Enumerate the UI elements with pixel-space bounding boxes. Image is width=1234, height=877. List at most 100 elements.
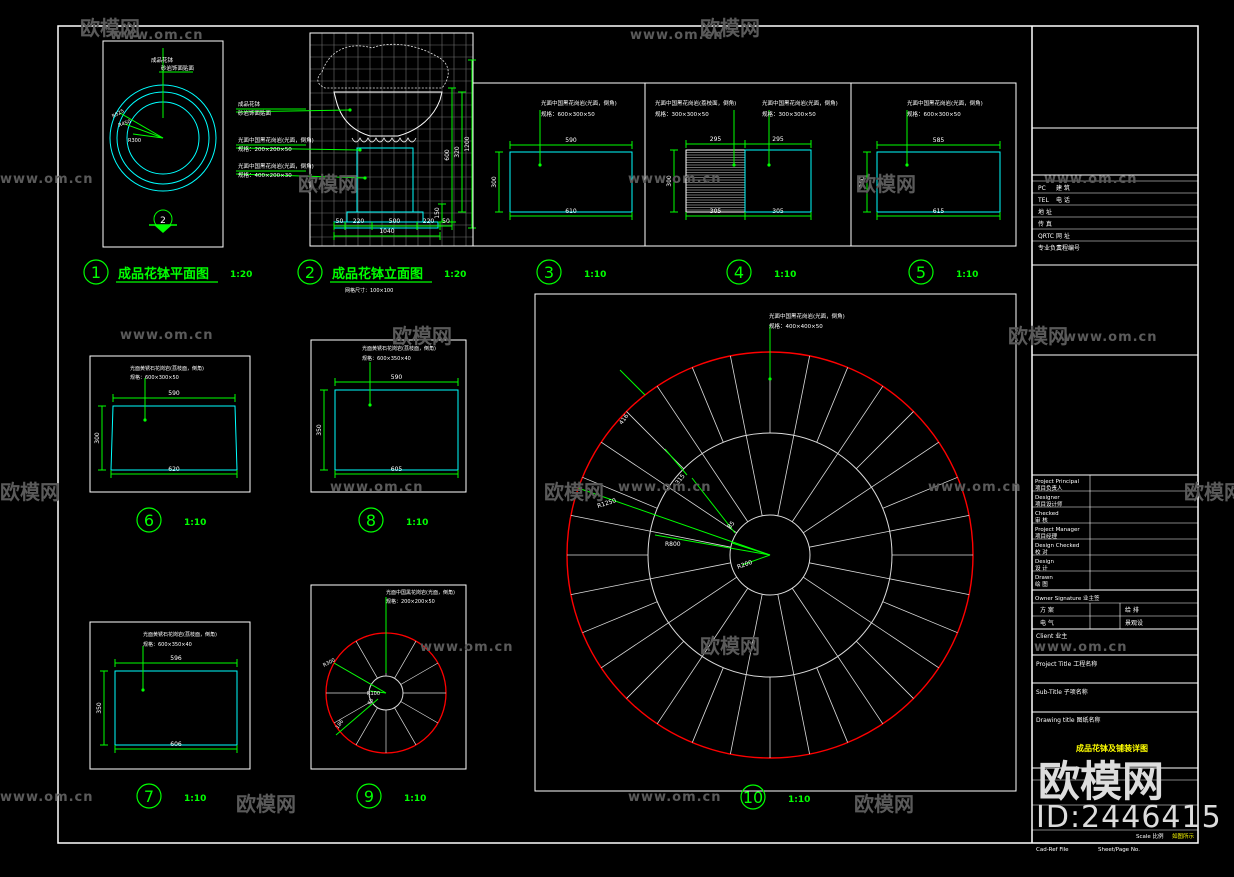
tb-person-role: Drawn bbox=[1035, 575, 1053, 581]
view-scale: 1:10 bbox=[584, 270, 606, 280]
dim-tick bbox=[348, 108, 352, 112]
leader-text: 规格：400×400×50 bbox=[769, 322, 823, 330]
paving-joint-line bbox=[816, 367, 849, 443]
tb-row-label: 专业负责 bbox=[1038, 244, 1062, 252]
view8-slab bbox=[334, 389, 459, 471]
radius-line bbox=[333, 662, 387, 694]
dimension-label: 585 bbox=[933, 137, 945, 144]
dimension-line bbox=[691, 477, 736, 534]
watermark-url: www.om.cn bbox=[330, 480, 424, 495]
radius-label: R525 bbox=[111, 108, 125, 119]
tb-sheet-no: Sheet/Page No. bbox=[1098, 847, 1140, 853]
tb-person-role: Project Manager bbox=[1035, 527, 1080, 533]
tb-person-role-cn: 项目负责人 bbox=[1035, 484, 1063, 492]
view-number: 7 bbox=[144, 787, 154, 806]
views-345-frame bbox=[472, 82, 1017, 247]
paving-joint-line bbox=[626, 411, 685, 470]
tb-row-label: 建 筑 bbox=[1056, 184, 1070, 192]
dimension-label: 1200 bbox=[464, 136, 471, 151]
dimension-label: 350 bbox=[96, 702, 103, 714]
dimension-label: 65 bbox=[367, 697, 376, 706]
leader-line bbox=[235, 109, 351, 113]
tb-sub-title: Sub-Title 子项名称 bbox=[1036, 688, 1088, 696]
radius-line bbox=[369, 690, 387, 694]
tb-row-label: 地 址 bbox=[1038, 208, 1052, 216]
dim-tick bbox=[768, 377, 772, 381]
view9-joint-line bbox=[355, 640, 378, 679]
leader-text: 光面中国黑花岗岩(光面，倒角) bbox=[238, 136, 314, 144]
view-scale: 1:10 bbox=[406, 518, 428, 528]
dimension-label: 300 bbox=[491, 176, 498, 188]
plant-foliage bbox=[317, 43, 449, 89]
view-number-circle bbox=[908, 259, 934, 285]
radius-line bbox=[654, 534, 771, 556]
paving-joint-line bbox=[570, 515, 731, 548]
paving-joint-line bbox=[882, 601, 958, 634]
view-scale: 1:10 bbox=[184, 794, 206, 804]
leader-text: 规格：600×300×50 bbox=[130, 374, 179, 381]
view-number-circle bbox=[726, 259, 752, 285]
view-scale: 1:10 bbox=[404, 794, 426, 804]
leader-text: 光面中国黑花岗岩(光面，倒角) bbox=[238, 162, 314, 170]
view-number: 3 bbox=[544, 263, 554, 282]
dim-tick bbox=[732, 163, 736, 167]
paving-joint-line bbox=[691, 667, 724, 743]
paving-joint-line bbox=[570, 562, 731, 595]
dimension-label: 300 bbox=[94, 432, 101, 444]
paving-joint-line bbox=[791, 588, 884, 725]
leader-text: 光面中国黑花岗岩(光面，倒角) bbox=[541, 99, 617, 107]
tb-owner-signature: Owner Signature 业主签 bbox=[1035, 594, 1100, 602]
dimension-label: 1040 bbox=[379, 228, 394, 235]
view-number-circle bbox=[297, 259, 323, 285]
tb-scale-value: 如图所示 bbox=[1172, 832, 1195, 840]
drawing-border bbox=[57, 25, 1199, 844]
watermark-url: www.om.cn bbox=[420, 640, 514, 655]
dimension-label: 295 bbox=[710, 136, 722, 143]
dimension-label: 610 bbox=[565, 208, 577, 215]
tb-person-role-cn: 绘 图 bbox=[1035, 580, 1048, 588]
watermark-url: www.om.cn bbox=[1034, 640, 1128, 655]
dimension-label: 295 bbox=[772, 136, 784, 143]
dimension-label: 50 bbox=[336, 218, 344, 225]
paving-joint-line bbox=[656, 588, 749, 725]
view7-slab bbox=[114, 670, 238, 746]
watermark-logo: 欧模网 bbox=[544, 480, 604, 504]
watermark-logo: 欧模网 bbox=[236, 792, 296, 816]
view9-joint-line bbox=[394, 640, 417, 679]
dimension-label: 590 bbox=[391, 374, 403, 381]
dim-tick bbox=[368, 403, 372, 407]
watermark-logo: 欧模网 bbox=[856, 172, 916, 196]
tb-project-title: Project Title 工程名称 bbox=[1036, 660, 1097, 668]
view-number: 6 bbox=[144, 511, 154, 530]
dimension-line bbox=[664, 448, 688, 476]
radius-line bbox=[577, 487, 771, 556]
watermark-url: www.om.cn bbox=[1064, 330, 1158, 345]
watermark-logo: 欧模网 bbox=[0, 480, 60, 504]
view1-frame bbox=[102, 40, 224, 248]
tb-cell: 电 气 bbox=[1040, 619, 1054, 627]
watermark-logo: 欧模网 bbox=[80, 16, 140, 40]
dimension-label: 220 bbox=[353, 218, 365, 225]
leader-text: 光面中国黑花岗岩(光面，倒角) bbox=[907, 99, 983, 107]
tb-row-label: 工程编号 bbox=[1056, 244, 1080, 252]
paving-joint-line bbox=[582, 476, 658, 509]
tb-person-role: Design Checked bbox=[1035, 543, 1079, 549]
tb-cad-file: Cad-Ref File bbox=[1036, 847, 1069, 853]
tb-row-label: PC bbox=[1038, 185, 1046, 192]
tb-row-label: 电 话 bbox=[1056, 196, 1070, 204]
view8-frame bbox=[310, 339, 467, 493]
dim-tick bbox=[905, 163, 909, 167]
leader-line bbox=[235, 173, 366, 179]
paving-joint-line bbox=[791, 385, 884, 522]
view-number: 4 bbox=[734, 263, 744, 282]
leader-text: 光面黄锈石花岗岩(荔枝面，倒角) bbox=[130, 365, 204, 372]
dimension-label: 320 bbox=[454, 146, 461, 158]
radius-label: R800 bbox=[665, 541, 681, 548]
tb-row-label: TEL bbox=[1037, 197, 1049, 204]
leader-text: 成品花钵 bbox=[151, 56, 174, 64]
dimension-label: 300 bbox=[859, 176, 866, 188]
dimension-label: 590 bbox=[168, 390, 180, 397]
tb-person-role-cn: 项目经理 bbox=[1035, 532, 1058, 540]
